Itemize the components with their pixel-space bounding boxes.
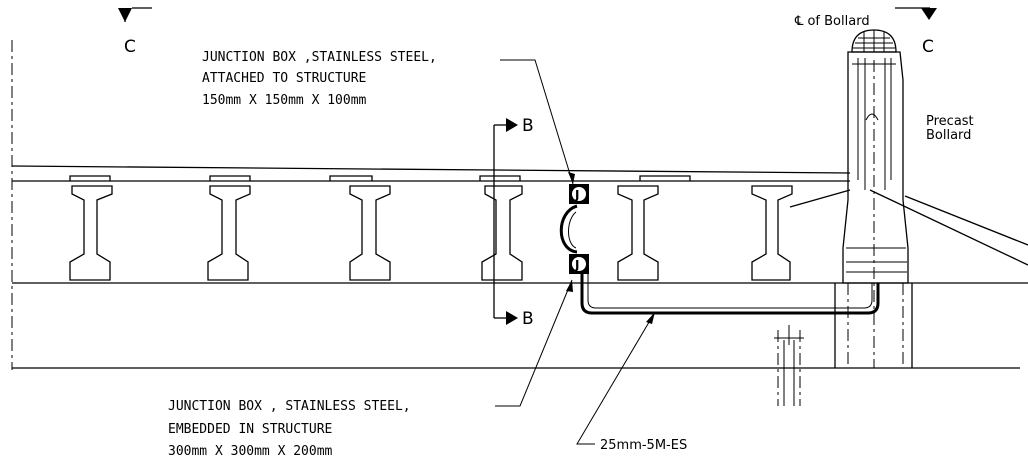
diaphragm-outline: [69, 175, 691, 181]
leader-conduit: [576, 311, 656, 445]
girder: [617, 185, 659, 281]
girder: [751, 185, 793, 281]
section-c-right-arrow: [921, 8, 937, 20]
junction-box-attached: J: [569, 184, 589, 204]
note-bottom-line-3: 300mm X 300mm X 200mm: [168, 444, 333, 459]
leader-conduit-arrow: [646, 312, 655, 324]
leader-top-arrow: [568, 172, 575, 184]
girder: [207, 185, 251, 281]
section-c-right-label: C: [922, 37, 934, 57]
note-bottom-line-1: JUNCTION BOX , STAINLESS STEEL,: [168, 399, 411, 414]
junction-box-circle: [572, 187, 586, 201]
bollard-body: [842, 51, 909, 284]
deck-slope-line: [789, 189, 851, 208]
junction-box-symbol: J: [574, 258, 579, 272]
leader-bottom-arrow: [566, 280, 573, 292]
junction-box-circle: [572, 257, 586, 271]
precast-bollard: [842, 29, 909, 368]
note-junction-box-embedded: JUNCTION BOX , STAINLESS STEEL, EMBEDDED…: [168, 279, 573, 459]
girder: [69, 185, 113, 281]
bollard-name-line-2: Bollard: [926, 128, 971, 143]
abutment-slope-line-2: [904, 195, 1028, 246]
note-top-line-2: ATTACHED TO STRUCTURE: [202, 71, 366, 86]
deck-top-edge: [11, 165, 851, 174]
abutment-slope-line: [869, 189, 1028, 266]
note-junction-box-attached: JUNCTION BOX ,STAINLESS STEEL, ATTACHED …: [202, 50, 575, 185]
conduit-run: [580, 274, 880, 315]
conduit-label: 25mm-5M-ES: [600, 438, 687, 453]
girder: [349, 185, 391, 281]
section-b-bottom-arrow: [506, 311, 518, 325]
conduit-run-inner: [587, 274, 873, 309]
note-bottom-line-2: EMBEDDED IN STRUCTURE: [168, 422, 332, 437]
note-top-line-1: JUNCTION BOX ,STAINLESS STEEL,: [202, 50, 437, 65]
section-b-top-label: B: [522, 116, 534, 136]
junction-box-symbol: J: [574, 188, 579, 202]
junction-box-embedded: J: [569, 254, 589, 274]
section-b-top-arrow: [506, 118, 518, 132]
conduit-bend: [559, 204, 578, 254]
leader-top: [500, 59, 574, 185]
conduit-bend-inner: [568, 211, 577, 249]
bollard-centerline-label: ℄ of Bollard: [794, 14, 870, 29]
section-c-left-label: C: [124, 37, 136, 57]
section-b-bottom-label: B: [522, 309, 534, 329]
section-c-markers: C C: [118, 7, 937, 57]
anchor-detail: [774, 325, 804, 406]
bollard-arc-symbol: [865, 113, 879, 121]
precast-girders: [69, 185, 793, 281]
section-b-markers: B B: [493, 116, 534, 329]
note-top-line-3: 150mm X 150mm X 100mm: [202, 93, 367, 108]
bollard-name-line-1: Precast: [926, 114, 974, 129]
leader-bottom: [495, 279, 573, 407]
girder: [481, 185, 523, 281]
